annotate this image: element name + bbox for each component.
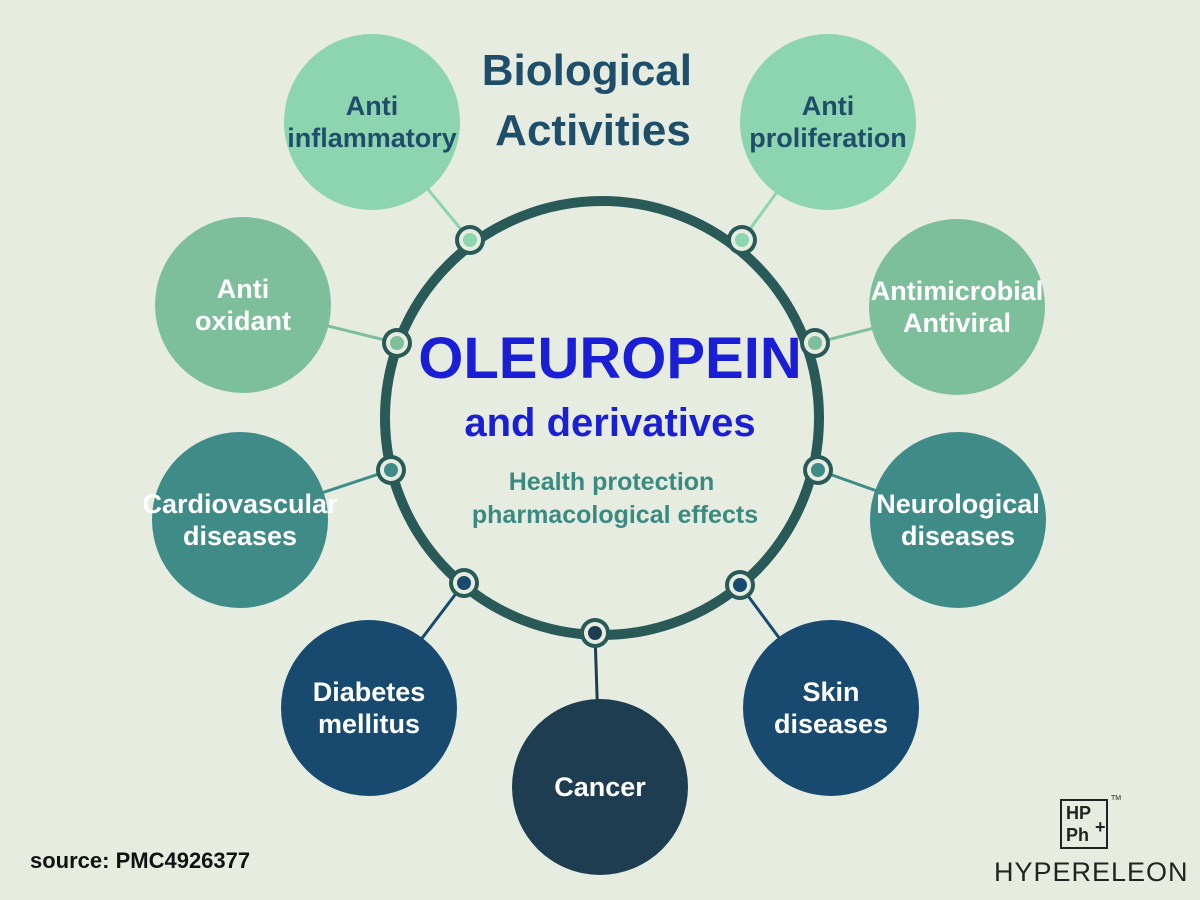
logo-wordmark: HYPERELEON: [994, 857, 1189, 887]
node-label-line: Antiviral: [903, 308, 1011, 338]
connector-dot-center: [390, 336, 404, 350]
center-title: OLEUROPEIN: [418, 326, 802, 391]
node-anti-oxidant: [155, 217, 331, 393]
node-anti-inflammatory: [284, 34, 460, 210]
node-label-line: oxidant: [195, 306, 291, 336]
node-antimicrobial-antiviral: [869, 219, 1045, 395]
node-skin-diseases: [743, 620, 919, 796]
node-label-cancer: Cancer: [554, 772, 646, 802]
diagram-title: Biological Activities: [482, 46, 704, 155]
node-label-line: proliferation: [749, 123, 907, 153]
connector-dot-center: [463, 233, 477, 247]
connector-dot-center: [384, 463, 398, 477]
node-label-line: diseases: [183, 521, 297, 551]
center-caption: Health protection pharmacological effect…: [472, 468, 758, 529]
diagram-title-line: Activities: [495, 106, 691, 155]
diagram-title-line: Biological: [482, 46, 692, 95]
hypereleon-logo: HP Ph + TM HYPERELEON: [990, 795, 1188, 890]
node-label-line: diseases: [901, 521, 1015, 551]
node-neurological-diseases: [870, 432, 1046, 608]
node-label-line: Cancer: [554, 772, 646, 802]
node-label-line: Anti: [802, 91, 854, 121]
node-cancer: [512, 699, 688, 875]
source-citation: source: PMC4926377: [30, 848, 251, 873]
connector-dot-center: [733, 578, 747, 592]
node-label-line: inflammatory: [287, 123, 457, 153]
connector-dots: [376, 225, 833, 648]
center-subtitle: and derivatives: [464, 401, 755, 445]
logo-mark-top: HP: [1066, 803, 1092, 823]
center-caption-line: Health protection: [509, 468, 715, 496]
node-label-line: Anti: [217, 274, 269, 304]
node-label-line: mellitus: [318, 709, 420, 739]
node-label-line: Skin: [802, 677, 859, 707]
logo-mark-bottom: Ph: [1066, 825, 1090, 845]
node-label-line: diseases: [774, 709, 888, 739]
connector-dot-center: [588, 626, 602, 640]
connector-dot-center: [811, 463, 825, 477]
logo-mark: HP Ph +: [1060, 799, 1108, 849]
node-label-line: Cardiovascular: [142, 489, 338, 519]
connector-dot-center: [808, 336, 822, 350]
node-cardiovascular-diseases: [152, 432, 328, 608]
node-diabetes-mellitus: [281, 620, 457, 796]
node-label-line: Diabetes: [313, 677, 426, 707]
connector-dot-center: [735, 233, 749, 247]
node-label-line: Antimicrobial: [871, 276, 1044, 306]
node-anti-proliferation: [740, 34, 916, 210]
trademark-mark: TM: [1111, 795, 1122, 802]
connector-dot-center: [457, 576, 471, 590]
logo-plus-icon: +: [1095, 817, 1106, 837]
node-label-line: Anti: [346, 91, 398, 121]
node-label-line: Neurological: [876, 489, 1040, 519]
center-caption-line: pharmacological effects: [472, 501, 758, 529]
